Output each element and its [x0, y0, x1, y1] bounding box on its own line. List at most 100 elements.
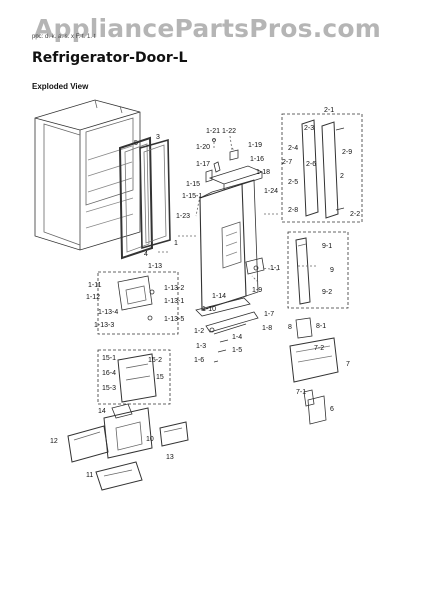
part-label: 1-13-1 [164, 298, 184, 305]
diagram-line [125, 363, 151, 381]
diagram-line [158, 213, 278, 253]
part-label: 15-3 [102, 385, 116, 392]
diagram-line [117, 353, 157, 403]
part-label: 1-13-3 [94, 322, 114, 329]
part-label: 1 [174, 240, 178, 247]
part-6 [307, 395, 327, 425]
part-label: 13 [166, 454, 174, 461]
part-label: 1-8 [262, 325, 272, 332]
part-label: 1-2 [194, 328, 204, 335]
housing-10 [103, 407, 153, 459]
diagram-line [115, 421, 143, 451]
ice-maker-7 [289, 337, 339, 383]
door-shelf-2-box [281, 113, 363, 223]
diagram-line [85, 117, 134, 206]
part-label: 1-16 [250, 156, 264, 163]
diagram-line [213, 161, 221, 173]
part-label: 1-9 [252, 287, 262, 294]
diagram-line [213, 323, 247, 335]
diagram-line [199, 183, 247, 311]
diagram-line [163, 427, 183, 433]
part-label: 1-15 [186, 181, 200, 188]
part-label: 2-5 [288, 179, 298, 186]
part-label: 2-8 [288, 207, 298, 214]
part-label: 1-22 [222, 128, 236, 135]
diagram-line [205, 169, 213, 183]
diagram-line [251, 267, 279, 283]
part-label: 1-14 [212, 293, 226, 300]
part-label: 9 [330, 267, 334, 274]
part-label: 2-1 [324, 107, 334, 114]
door-gasket-5 [118, 136, 154, 260]
door-top-cap [205, 138, 264, 191]
diagram-line [301, 119, 319, 217]
part-label: 16-4 [102, 370, 116, 377]
part-label: 1-10 [202, 306, 216, 313]
part-label: 1-12 [86, 294, 100, 301]
part-label: 1-13 [148, 263, 162, 270]
part-label: 15-1 [102, 355, 116, 362]
ice-tray-8 [295, 317, 313, 339]
part-label: 1-20 [196, 144, 210, 151]
part-label: 2-3 [304, 125, 314, 132]
part-label: 3 [156, 134, 160, 141]
part-label: 15 [156, 374, 164, 381]
diagram-line [295, 237, 311, 305]
ice-bucket-assembly-box [97, 349, 171, 405]
part-label: 14 [98, 408, 106, 415]
diagram-line [199, 179, 255, 199]
diagram-line [149, 289, 155, 295]
diagram-title: Refrigerator-Door-L [32, 50, 188, 66]
part-label: 12 [50, 438, 58, 445]
part-label: 1-13-5 [164, 316, 184, 323]
diagram-line [295, 345, 333, 363]
part-label: 1-21 [206, 128, 220, 135]
diagram-line [143, 144, 167, 244]
ice-chute-14 [111, 403, 133, 419]
part-label: 2-7 [282, 159, 292, 166]
diagram-line [147, 315, 153, 321]
part-label: 1-13-4 [98, 309, 118, 316]
part-label: 11 [86, 472, 93, 479]
diagram-line [205, 311, 259, 333]
part-label: 1-6 [194, 357, 204, 364]
part-label: 1-23 [176, 213, 190, 220]
part-label: 9-2 [322, 289, 332, 296]
header-strip-text: ppc: d. k. a. s. x F. t. 1. t [32, 34, 96, 40]
part-label: 4 [144, 251, 148, 258]
part-label: 8 [288, 324, 292, 331]
part-label: 7-1 [296, 389, 306, 396]
door-bin-9-box [287, 231, 349, 309]
part-label: 1-3 [196, 343, 206, 350]
diagram-line [124, 143, 150, 253]
diagram-line [297, 243, 307, 247]
refrigerator-cabinet [34, 99, 141, 251]
part-label: 1-19 [248, 142, 262, 149]
watermark-text: AppliancePartsPros.com [34, 14, 382, 43]
part-label: 1-1 [270, 265, 280, 272]
part-label: 2-4 [288, 145, 298, 152]
drip-tray-11 [95, 461, 143, 491]
diagram-line [213, 135, 235, 151]
diagram-line [85, 197, 134, 229]
diagram-line [209, 327, 215, 333]
part-label: 2-6 [306, 161, 316, 168]
diagram-line [335, 127, 345, 211]
part-label: 6 [330, 406, 334, 413]
door-bottom-cap [195, 297, 251, 317]
part-label: 1-13-2 [164, 285, 184, 292]
part-label: 7 [346, 361, 350, 368]
diagram-line [103, 469, 133, 477]
diagram-line [125, 285, 147, 305]
door-liner-3 [139, 138, 171, 250]
diagram-line [178, 195, 201, 237]
part-label: 1-24 [264, 188, 278, 195]
exploded-view-label: Exploded View [32, 82, 89, 91]
diagram-line [229, 149, 239, 161]
diagram-line [73, 431, 101, 441]
dispenser-assembly-box [97, 271, 179, 335]
part-label: 7-2 [314, 345, 324, 352]
diagram-line [94, 99, 123, 114]
diagram-line [223, 172, 263, 191]
part-label: 2-2 [350, 211, 360, 218]
